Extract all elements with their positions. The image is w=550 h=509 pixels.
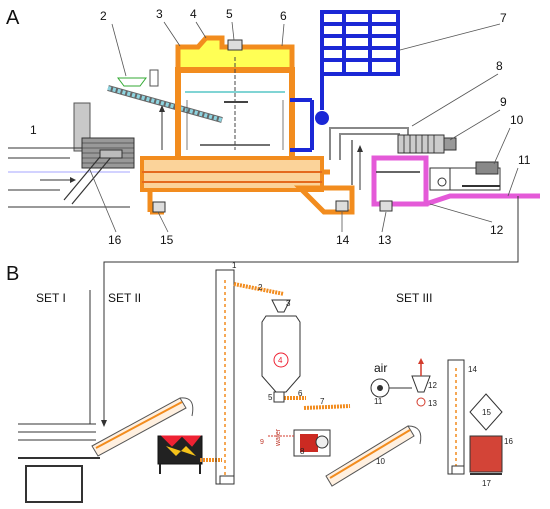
collection-tank <box>371 155 429 207</box>
panel-a-label: A <box>6 7 20 29</box>
pump-14 <box>335 200 349 212</box>
step-17: 17 <box>482 479 491 488</box>
step-16: 16 <box>504 437 513 446</box>
inlet-chute <box>8 102 135 208</box>
callout-14: 14 <box>336 233 350 247</box>
callouts-a: 2 3 4 5 6 7 8 9 10 11 12 13 14 15 16 <box>100 7 531 247</box>
step-2: 2 <box>258 283 263 292</box>
mixer-8 <box>293 429 331 457</box>
callout-3: 3 <box>156 7 163 21</box>
water-label: water <box>275 428 282 447</box>
screw-press <box>397 134 457 154</box>
step-4: 4 <box>278 356 283 365</box>
callout-9: 9 <box>500 95 507 109</box>
callout-13: 13 <box>378 233 392 247</box>
step-5: 5 <box>268 393 273 402</box>
inclined-conveyor-1 <box>91 397 194 457</box>
link-line <box>103 196 519 424</box>
callout-16: 16 <box>108 233 122 247</box>
step-6: 6 <box>298 389 303 398</box>
callout-5: 5 <box>226 7 233 21</box>
callout-2: 2 <box>100 9 107 23</box>
dosing-15 <box>469 393 503 431</box>
label-1: 1 <box>30 123 37 137</box>
cyclone-12 <box>411 375 431 393</box>
callout-15: 15 <box>160 233 174 247</box>
screw-conveyor <box>107 69 223 123</box>
pump-13 <box>379 200 393 212</box>
step-9: 9 <box>260 439 264 446</box>
callout-12: 12 <box>490 223 504 237</box>
step-13: 13 <box>428 399 437 408</box>
silo-4: 4 <box>261 315 301 393</box>
callout-4: 4 <box>190 7 197 21</box>
callout-7: 7 <box>500 11 507 25</box>
bucket-elevator-14 <box>447 359 465 475</box>
callout-6: 6 <box>280 9 287 23</box>
step-10: 10 <box>376 457 385 466</box>
step-7: 7 <box>320 397 325 406</box>
pump-15 <box>152 201 166 213</box>
step-11: 11 <box>374 397 383 406</box>
step-numbers: 1 2 3 5 6 7 8 9 10 11 12 13 14 15 16 17 <box>232 261 513 488</box>
screw-7 <box>303 404 351 410</box>
crusher <box>157 435 203 474</box>
set-3-label: SET III <box>396 291 432 305</box>
inclined-conveyor-10 <box>325 425 422 487</box>
panel-b-label: B <box>6 263 19 285</box>
step-1: 1 <box>232 261 237 270</box>
blue-pump <box>315 111 329 125</box>
cooling-coil <box>290 10 400 152</box>
belt-filter <box>429 161 501 191</box>
set-1-label: SET I <box>36 291 66 305</box>
screw-2 <box>233 282 285 296</box>
air-label: air <box>374 361 387 375</box>
step-8: 8 <box>300 447 305 456</box>
callout-lines-a <box>89 21 519 233</box>
callout-8: 8 <box>496 59 503 73</box>
step-15: 15 <box>482 408 491 417</box>
set-2-label: SET II <box>108 291 141 305</box>
cyclone-3 <box>271 299 291 313</box>
bottom-trough <box>140 156 355 215</box>
bag-16 <box>469 435 503 475</box>
callout-11: 11 <box>518 153 531 167</box>
step-12: 12 <box>428 381 437 390</box>
reactor-vessel <box>159 35 295 163</box>
bucket-elevator-1 <box>215 269 235 485</box>
step-3: 3 <box>286 299 291 308</box>
step-14: 14 <box>468 365 477 374</box>
drying-bed <box>18 423 100 503</box>
callout-10: 10 <box>510 113 524 127</box>
